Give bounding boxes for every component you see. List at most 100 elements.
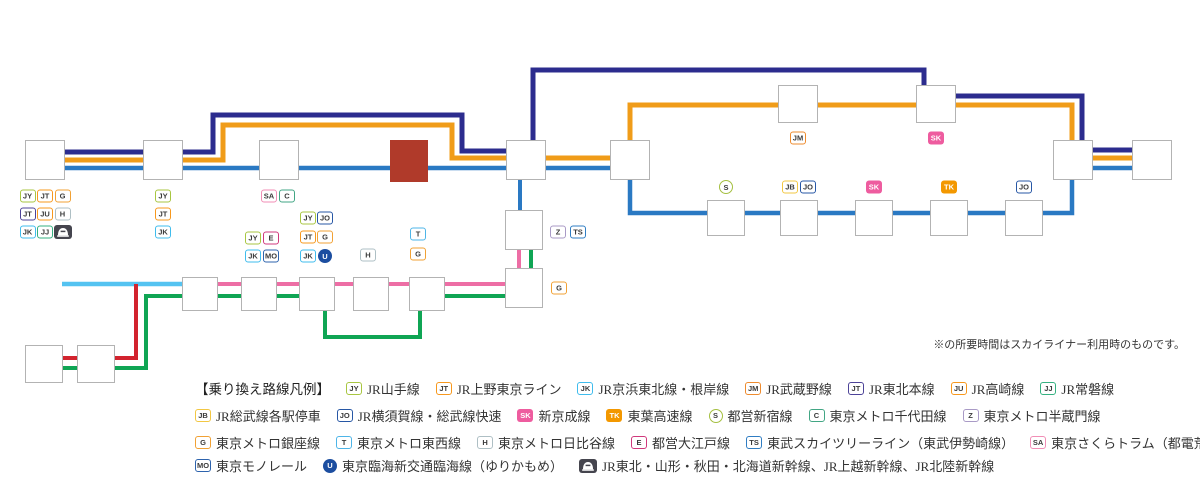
line-badge-jy-icon: JY	[346, 381, 362, 395]
station-box-haneda-terminal12	[25, 345, 63, 383]
legend-item-label: JR東北本線	[868, 381, 935, 397]
line-badge-s-icon: S	[719, 180, 733, 194]
legend-item-label: JR高崎線	[971, 381, 1025, 397]
line-badge-jy-icon: JY	[155, 189, 171, 203]
legend-item-label: JR総武線各駅停車	[216, 409, 321, 424]
legend-item-label: 東京メトロ日比谷線	[498, 436, 616, 451]
line-badge-h-icon: H	[360, 248, 376, 262]
station-box-keisei-takasago	[610, 140, 650, 180]
legend-item-label: 東京モノレール	[216, 459, 308, 474]
station-box-haneda-terminal3	[77, 345, 115, 383]
legend-item-jb: JB JR総武線各駅停車	[195, 406, 321, 425]
line-badge-jk-icon: JK	[155, 225, 171, 239]
line-badge-jk-icon: JK	[245, 249, 261, 263]
line-badge-t-icon: T	[336, 436, 353, 449]
station-box-keisei-yawata	[707, 200, 745, 236]
line-badge-mo-icon: MO	[263, 249, 279, 263]
line-badge-e-icon: E	[631, 436, 648, 449]
legend-item-label: 東京臨海新交通臨海線（ゆりかもめ）	[342, 459, 564, 474]
rail-line-keikyu-airport	[44, 284, 138, 360]
legend-item-label: 東葉高速線	[627, 409, 693, 424]
legend-item-mo: MO 東京モノレール	[195, 456, 307, 475]
station-box-katsutadai	[930, 200, 968, 236]
line-badge-jtu-icon: JT	[435, 381, 452, 395]
line-badge-g-icon: G	[195, 436, 211, 449]
line-badge-jb-icon: JB	[195, 409, 211, 422]
line-badge-u-icon: U	[323, 458, 338, 473]
line-badge-jm-icon: JM	[745, 381, 762, 395]
legend-item-label: 新京成線	[538, 409, 591, 424]
line-badge-jm-icon: JM	[790, 131, 806, 145]
line-badge-jj-icon: JJ	[1040, 381, 1057, 395]
line-badge-sk-icon: SK	[928, 131, 944, 145]
station-box-keisei-tsudanuma	[855, 200, 893, 236]
line-badge-jo-icon: JO	[317, 211, 333, 225]
line-badge-jb-icon: JB	[782, 180, 798, 194]
legend-item-u: U 東京臨海新交通臨海線（ゆりかもめ）	[323, 456, 563, 475]
line-badge-ts-icon: TS	[570, 225, 586, 239]
line-badge-jy-icon: JY	[245, 231, 261, 245]
line-badge-h-icon: H	[54, 207, 71, 221]
station-box-machiya	[259, 140, 299, 180]
line-badge-tk-icon: TK	[941, 180, 957, 194]
station-box-nippori	[143, 140, 183, 180]
station-box-shin-kamagaya	[916, 85, 956, 123]
line-badge-g-icon: G	[317, 230, 333, 244]
station-box-sengakuji	[182, 277, 218, 311]
station-box-aoto	[506, 140, 546, 180]
legend-item-label: 東京さくらトラム（都電荒川線）	[1051, 436, 1200, 451]
line-badge-jo-icon: JO	[800, 180, 816, 194]
legend-item-label: JR上野東京ライン	[456, 381, 562, 397]
line-badge-ju-icon: JU	[37, 207, 53, 221]
line-badge-jk-icon: JK	[577, 381, 594, 395]
station-box-higashi-matsudo	[778, 85, 818, 123]
skyliner-note: ※の所要時間はスカイライナー利用時のものです。	[933, 339, 1185, 351]
line-badge-jtu-icon: JT	[300, 230, 316, 244]
legend-item-label: 東武スカイツリーライン（東武伊勢崎線）	[767, 436, 1015, 451]
station-box-keisei-funabashi	[780, 200, 818, 236]
legend-row-4: MO 東京モノレール U 東京臨海新交通臨海線（ゆりかもめ） JR東北・山形・秋田・北海…	[195, 456, 994, 475]
legend-item-s: S 都営新宿線	[708, 406, 793, 425]
line-badge-jk-icon: JK	[300, 249, 316, 263]
rail-line-airport-kaitoku	[42, 214, 533, 370]
line-badge-ju-icon: JU	[950, 381, 967, 395]
line-badge-g-icon: G	[410, 247, 426, 261]
legend-item-label: 東京メトロ千代田線	[829, 409, 947, 424]
legend-item-e: E 都営大江戸線	[631, 433, 730, 452]
line-badge-jtu-icon: JT	[155, 207, 171, 221]
legend-item-shk: JR東北・山形・秋田・北海道新幹線、JR上越新幹線、JR北陸新幹線	[579, 456, 994, 475]
line-badge-jtu-icon: JT	[37, 189, 53, 203]
line-badge-sk-icon: SK	[517, 409, 534, 422]
line-badge-sk-icon: SK	[866, 180, 882, 194]
legend-item-label: 都営大江戸線	[652, 436, 731, 451]
destination-marker-ohanajaya	[390, 140, 428, 182]
line-badge-jk-icon: JK	[19, 225, 36, 239]
line-badge-z-icon: Z	[550, 225, 566, 239]
line-badge-s-icon: S	[708, 408, 723, 423]
line-badge-jy-icon: JY	[300, 211, 316, 225]
station-box-asakusa	[505, 268, 543, 308]
line-badge-e-icon: E	[263, 231, 279, 245]
line-badge-jy-icon: JY	[19, 189, 36, 203]
line-badge-ts-icon: TS	[746, 436, 763, 449]
legend-item-label: 都営新宿線	[727, 409, 793, 424]
line-badge-c-icon: C	[279, 189, 295, 203]
shinkansen-icon	[53, 225, 72, 239]
line-badge-z-icon: Z	[962, 409, 979, 422]
line-badge-jo-icon: JO	[1016, 180, 1032, 194]
station-box-keisei-ueno	[25, 140, 65, 180]
line-badge-mo-icon: MO	[195, 459, 211, 472]
line-badge-sa-icon: SA	[261, 189, 277, 203]
station-box-nihombashi	[409, 277, 445, 311]
